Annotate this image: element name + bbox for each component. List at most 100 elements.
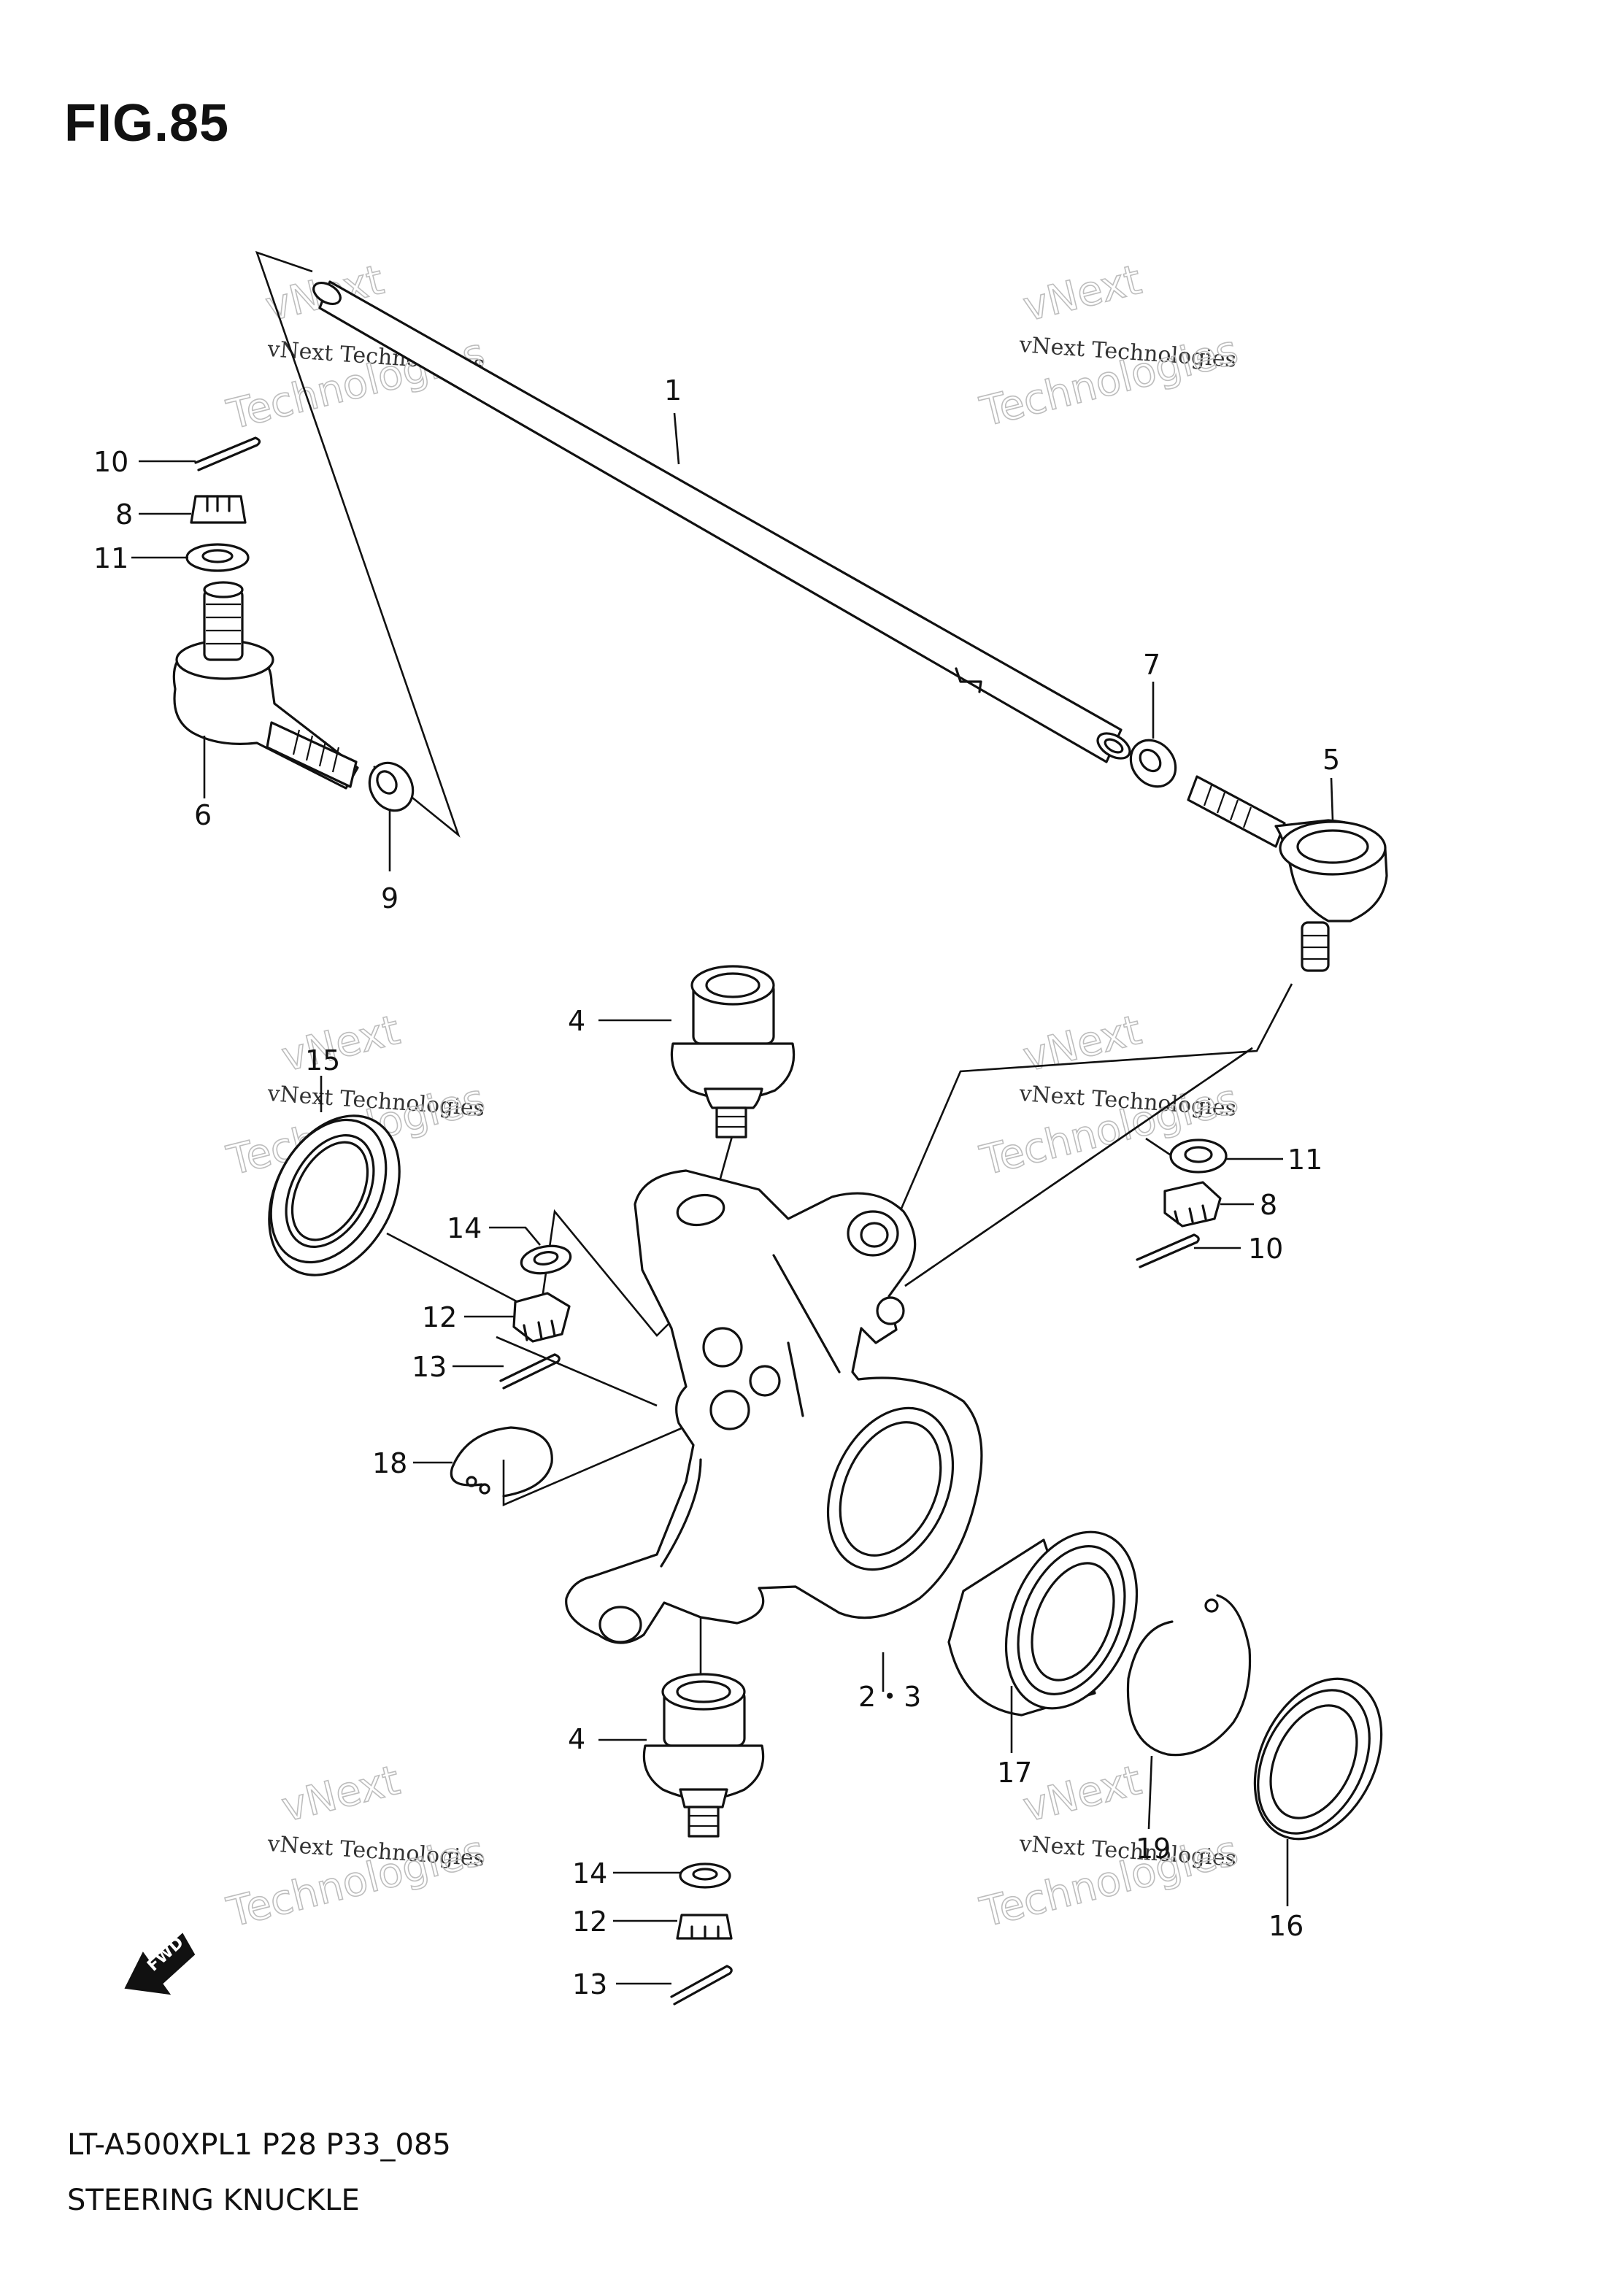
- watermark-vnext: vNext: [1019, 256, 1146, 331]
- leader-19: [1147, 1755, 1153, 1830]
- cotter-pin-lower: [670, 1965, 733, 2006]
- wheel-bearing-face: [1004, 1530, 1139, 1710]
- tie-rod-lock-nut-right-group: [1129, 739, 1177, 788]
- callout-11-left: 11: [93, 542, 128, 574]
- circlip-large-ring: [1126, 1594, 1252, 1757]
- cotter-pin-right: [1136, 1233, 1200, 1268]
- callout-19: 19: [1136, 1833, 1171, 1865]
- tie-rod-lock-nut-right-bore: [1139, 748, 1162, 773]
- fwd-arrow-icon: [124, 1933, 196, 1995]
- tie-rod-end-right-shank: [1187, 775, 1286, 848]
- tie-rod-end-left: [312, 281, 342, 306]
- watermark-vnext: vNext: [277, 1757, 404, 1832]
- model-code: LT-A500XPL1 P28 P33_085: [67, 2128, 451, 2162]
- tie-rod-end-right-thread: [1203, 785, 1252, 828]
- upper-fasteners: [499, 1244, 572, 1390]
- callouts: 1 2・3 4 4 5 6 7 8 8 9 10 10 11 11 12 12 …: [93, 374, 1340, 2000]
- tie-rod-bore: [1104, 738, 1124, 754]
- tie-rod-end-left-assembly: [172, 436, 415, 812]
- oil-seal-upper-left: [268, 1114, 401, 1276]
- section-name: STEERING KNUCKLE: [67, 2184, 360, 2217]
- tie-rod-lock-nut-left: [368, 761, 415, 812]
- circlip-large: [1126, 1594, 1252, 1757]
- washer-right-hole: [1184, 1146, 1213, 1163]
- tie-rod-end-to-knuckle-line: [886, 983, 1293, 1241]
- washer-upper-hole: [533, 1251, 559, 1266]
- oil-seal-lip: [290, 1141, 369, 1241]
- watermark-vnext: vNext: [277, 1006, 404, 1082]
- knuckle-stopper-3: [749, 1365, 781, 1397]
- castle-nut-upper-slots: [523, 1320, 556, 1341]
- washer-left-top-hole: [201, 549, 234, 563]
- tie-rod-end-stud: [203, 588, 244, 661]
- knuckle-bearing-bore-inner: [839, 1421, 942, 1557]
- callout-14-lower: 14: [572, 1857, 607, 1889]
- oil-seal-inner: [285, 1133, 375, 1249]
- circlip-upper: [450, 1426, 553, 1498]
- right-fasteners: [1136, 1139, 1228, 1268]
- callout-13-lower: 13: [572, 1968, 607, 2000]
- castle-nut-right: [1163, 1181, 1222, 1228]
- callout-12-lower: 12: [572, 1906, 607, 1938]
- ball-joint-lower-rim: [661, 1673, 746, 1711]
- tie-rod-body: [318, 280, 1123, 763]
- tie-rod-end-right-stud-thread: [1302, 934, 1328, 960]
- washer-upper: [520, 1244, 572, 1275]
- callout-11-right: 11: [1287, 1144, 1322, 1176]
- callout-17: 17: [997, 1757, 1032, 1789]
- knuckle-arm-line: [904, 1047, 1253, 1287]
- watermark-vnext: vNext: [1019, 1757, 1146, 1832]
- knuckle-lower-eye: [598, 1606, 642, 1644]
- knuckle-bearing-bore: [826, 1406, 955, 1571]
- knuckle-stopper-1: [702, 1327, 743, 1368]
- callout-6: 6: [194, 799, 212, 831]
- callout-15: 15: [305, 1044, 340, 1076]
- castle-nut-left-slots: [206, 495, 231, 512]
- oil-seal-lower-right: [1253, 1677, 1383, 1841]
- wheel-bearing-race-inner: [1031, 1562, 1115, 1681]
- fwd-arrow: FWD: [124, 1933, 196, 1995]
- knuckle-arm-eye-hole: [860, 1222, 889, 1248]
- upper-nut-line: [386, 1209, 677, 1337]
- callout-8-right: 8: [1260, 1189, 1277, 1221]
- castle-nut-upper: [512, 1292, 571, 1343]
- assembly-lines: [255, 250, 1293, 1676]
- ball-joint-upper-neck: [704, 1087, 763, 1109]
- knuckle-stopper-4: [876, 1296, 905, 1325]
- washer-right: [1169, 1139, 1228, 1174]
- tie-rod-flat-mark: [955, 667, 982, 693]
- callout-12-upper: 12: [422, 1301, 457, 1333]
- knuckle-arm-eye: [847, 1210, 899, 1257]
- callout-8-left: 8: [115, 498, 133, 531]
- tie-rod: [312, 280, 1131, 763]
- circlip-line: [502, 1422, 694, 1506]
- washer-left-top: [185, 543, 250, 572]
- ball-joint-upper-thread: [717, 1115, 746, 1128]
- tie-rod-end-stud-top: [203, 581, 244, 598]
- tie-rod-end-bracket-line: [255, 250, 461, 838]
- tie-rod-lock-nut-right: [1129, 739, 1177, 788]
- wheel-bearing-race-outer: [1017, 1545, 1126, 1695]
- ball-joint-upper-stud: [715, 1106, 747, 1139]
- oil-seal-right-face: [1257, 1689, 1371, 1835]
- callout-10-right: 10: [1248, 1233, 1283, 1265]
- ball-joint-lower-bore: [676, 1680, 731, 1703]
- oil-seal-face: [269, 1118, 388, 1264]
- tie-rod-end-right-assembly: [1187, 775, 1388, 972]
- knuckle-stopper-2: [709, 1390, 750, 1430]
- callout-16: 16: [1268, 1910, 1304, 1942]
- leader-5: [1330, 777, 1334, 821]
- callout-10-left: 10: [93, 446, 128, 478]
- tie-rod-end-shank-thread: [292, 729, 340, 773]
- steering-knuckle: [565, 1169, 983, 1644]
- watermark-bottom-left: vNext vNext Technologies Technologies: [222, 1756, 490, 1937]
- wheel-bearing: [947, 1530, 1139, 1717]
- circlip-ring: [450, 1426, 553, 1498]
- watermark-top-right: vNext vNext Technologies Technologies: [975, 255, 1243, 436]
- callout-leaders: [131, 412, 1334, 1985]
- circlip-large-eye: [1204, 1598, 1219, 1613]
- knuckle-body-edges: [772, 1254, 841, 1417]
- cotter-pin-line: [496, 1336, 658, 1407]
- leader-14a: [489, 1226, 541, 1246]
